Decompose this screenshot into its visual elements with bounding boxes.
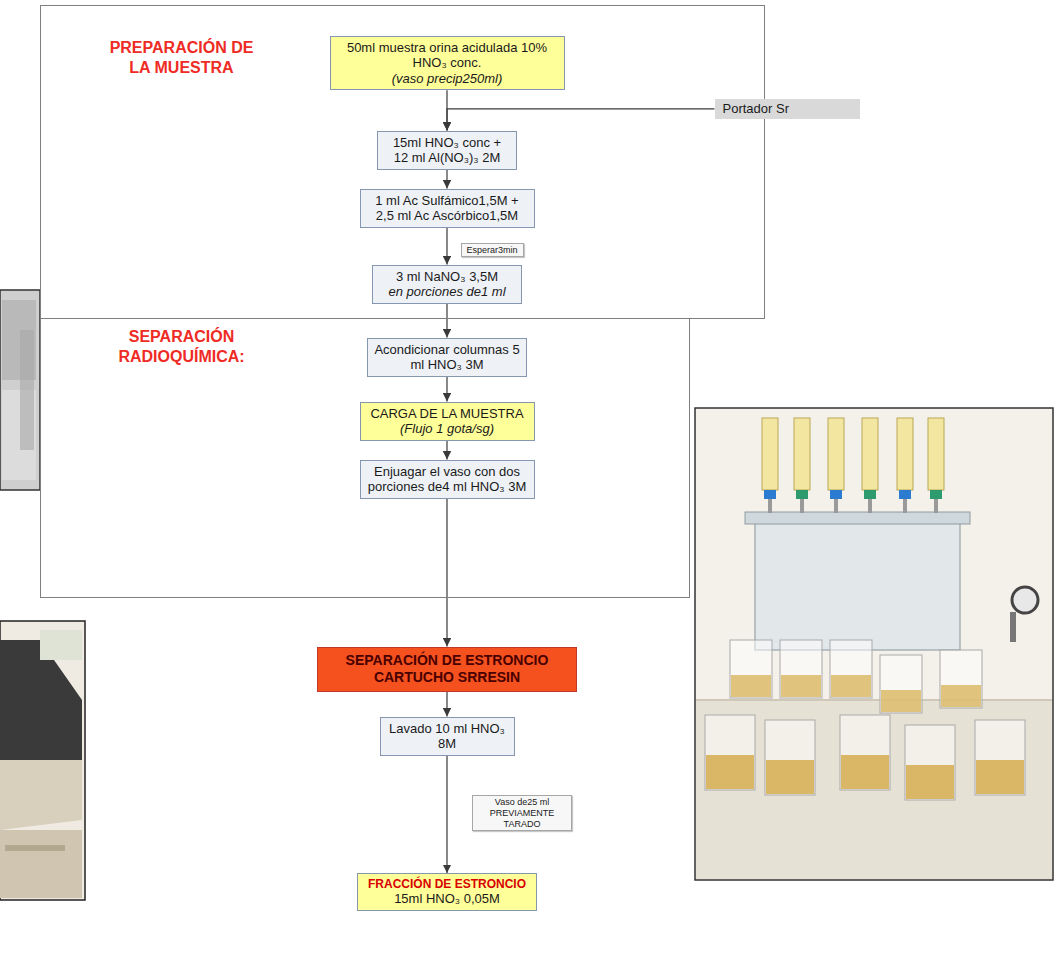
box-text: 15ml HNO₃ conc + 12 ml Al(NO₃)₃ 2M bbox=[384, 135, 510, 166]
box-text: Enjuagar el vaso con dos porciones de4 m… bbox=[367, 464, 528, 495]
box-text: Acondicionar columnas 5 ml HNO₃ 3M bbox=[374, 342, 520, 373]
box-text: en porciones de1 ml bbox=[379, 284, 515, 300]
box-text: SEPARACIÓN DE ESTRONCIO CARTUCHO SRRESIN bbox=[326, 652, 568, 687]
flow-arrow bbox=[446, 304, 447, 338]
flow-arrow bbox=[446, 756, 447, 873]
note-box: Esperar3min bbox=[461, 243, 524, 258]
box-text: (Flujo 1 gota/sg) bbox=[367, 421, 528, 437]
process-box: Lavado 10 ml HNO₃ 8M bbox=[380, 717, 515, 756]
section-panel: SEPARACIÓN RADIOQUÍMICA: Acondicionar col… bbox=[40, 318, 690, 598]
box-text: 15ml HNO₃ 0,05M bbox=[364, 891, 530, 907]
highlight-box: SEPARACIÓN DE ESTRONCIO CARTUCHO SRRESIN bbox=[317, 647, 577, 692]
reagent-box: Portador Sr bbox=[715, 99, 860, 119]
box-text: FRACCIÓN DE ESTRONCIO bbox=[364, 877, 530, 891]
input-box: CARGA DE LA MUESTRA(Flujo 1 gota/sg) bbox=[360, 402, 535, 441]
box-text: (vaso precip250ml) bbox=[337, 71, 558, 87]
section-panel: PREPARACIÓN DE LA MUESTRA 50ml muestra or… bbox=[40, 5, 765, 319]
box-text: Esperar3min bbox=[465, 245, 520, 256]
section-heading: PREPARACIÓN DE LA MUESTRA bbox=[99, 6, 264, 78]
output-box: FRACCIÓN DE ESTRONCIO15ml HNO₃ 0,05M bbox=[357, 873, 537, 911]
column-rack-photo bbox=[695, 408, 1053, 880]
box-text: Portador Sr bbox=[723, 101, 852, 117]
flow-arrow bbox=[446, 228, 447, 265]
flow-arrow bbox=[446, 170, 447, 189]
flow-arrow bbox=[446, 441, 447, 460]
input-box: 50ml muestra orina acidulada 10% HNO₃ co… bbox=[330, 36, 565, 91]
flow-arrow bbox=[447, 109, 715, 131]
flow-arrow bbox=[446, 377, 447, 402]
process-box: 1 ml Ac Sulfámico1,5M + 2,5 ml Ac Ascórb… bbox=[360, 189, 535, 228]
box-text: 1 ml Ac Sulfámico1,5M + 2,5 ml Ac Ascórb… bbox=[367, 193, 528, 224]
process-box: Enjuagar el vaso con dos porciones de4 m… bbox=[360, 460, 535, 499]
left-photo-instrument bbox=[0, 621, 85, 900]
box-text: CARGA DE LA MUESTRA bbox=[367, 406, 528, 422]
box-text: 50ml muestra orina acidulada 10% HNO₃ co… bbox=[337, 40, 558, 71]
flow-arrow bbox=[446, 499, 447, 647]
note-box: Vaso de25 ml PREVIAMENTE TARADO bbox=[472, 795, 572, 831]
process-box: 15ml HNO₃ conc + 12 ml Al(NO₃)₃ 2M bbox=[377, 131, 517, 170]
box-text: Lavado 10 ml HNO₃ 8M bbox=[387, 721, 508, 752]
section-heading: SEPARACIÓN RADIOQUÍMICA: bbox=[99, 319, 264, 367]
process-box: Acondicionar columnas 5 ml HNO₃ 3M bbox=[367, 338, 527, 377]
box-text: Vaso de25 ml PREVIAMENTE TARADO bbox=[476, 797, 568, 829]
left-photo-top bbox=[0, 290, 40, 490]
process-box: 3 ml NaNO₃ 3,5Men porciones de1 ml bbox=[372, 265, 522, 304]
flow-arrow bbox=[446, 692, 447, 717]
box-text: 3 ml NaNO₃ 3,5M bbox=[379, 269, 515, 285]
